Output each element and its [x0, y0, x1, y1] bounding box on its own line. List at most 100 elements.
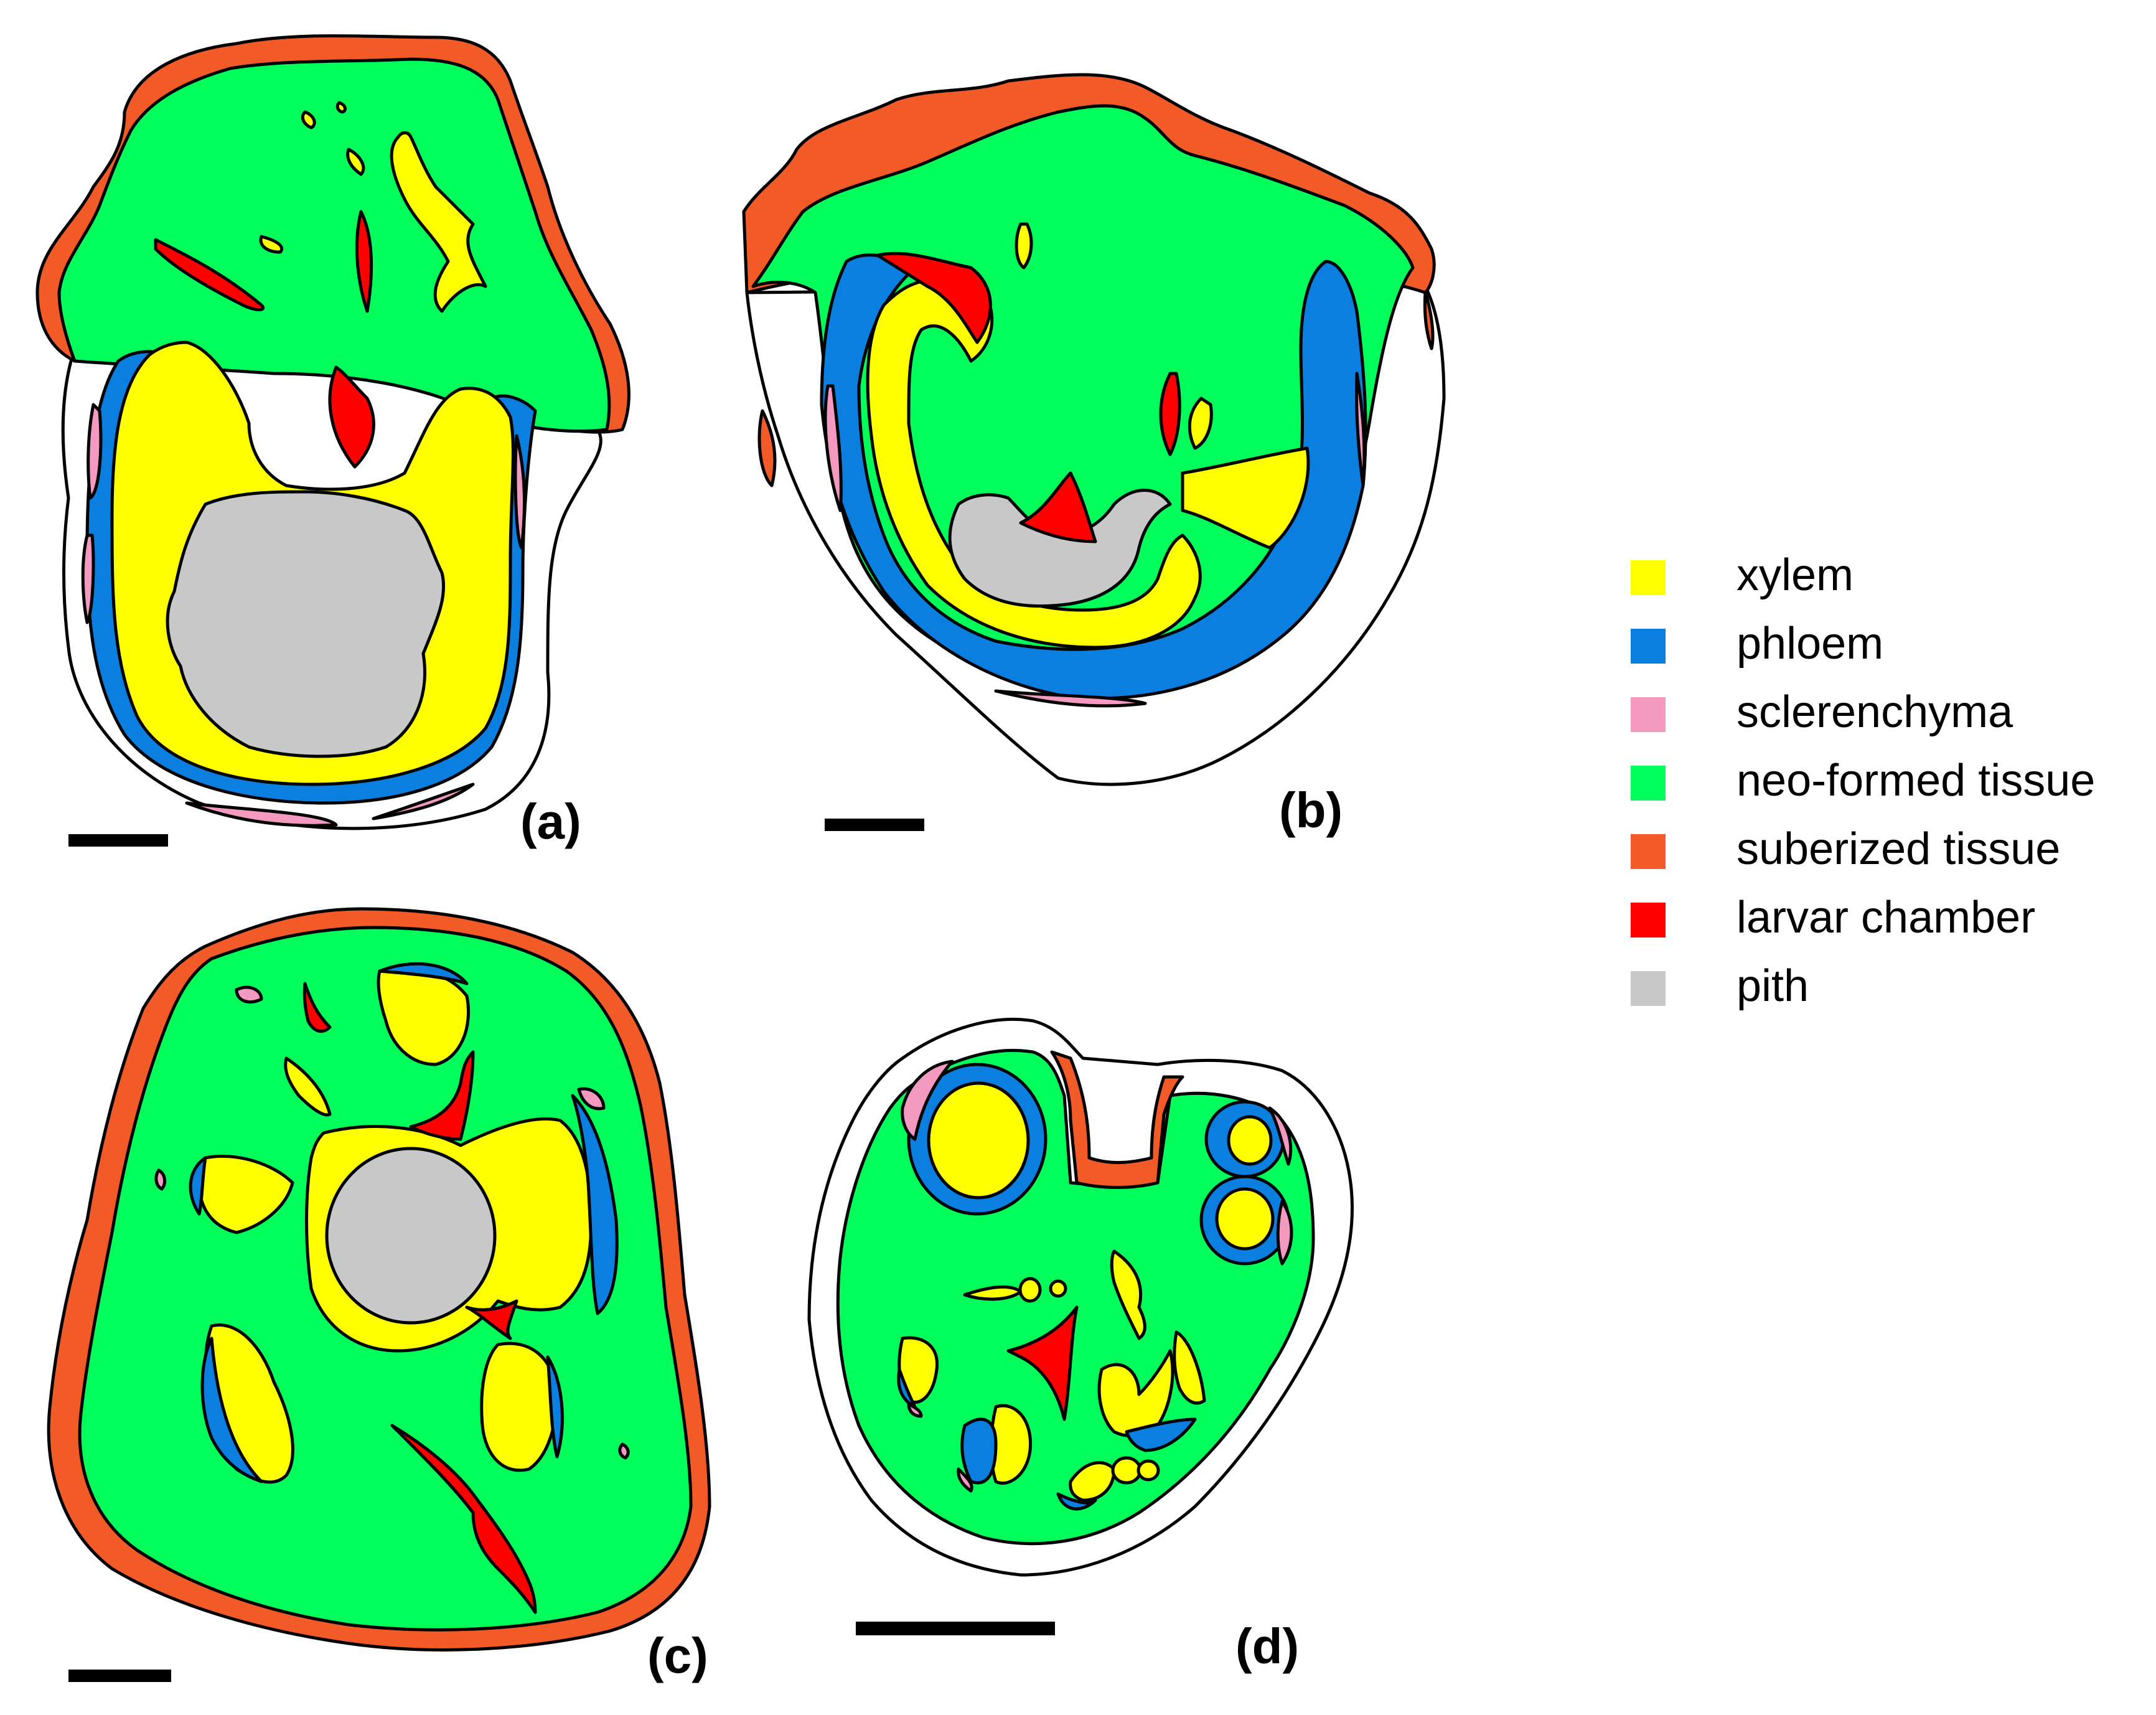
panel-b-xylem-strand: [1015, 222, 1033, 270]
panel-label-d: (d): [1235, 1619, 1300, 1674]
panel-c-phloem-patch: [546, 1355, 564, 1459]
panel-c-pith: [325, 1147, 497, 1325]
panel-d-xylem-bundle: [1097, 1349, 1174, 1438]
legend: xylem phloem sclerenchyma neo-formed tis…: [1631, 548, 2154, 1027]
panel-c-sclerenchyma-patch: [154, 1168, 167, 1191]
panel-d-xylem-bundle: [1137, 1459, 1160, 1482]
panel-d-sclerenchyma-patch: [957, 1467, 973, 1493]
panel-c-section: [47, 907, 711, 1652]
panel-d-xylem-bundle: [1069, 1461, 1116, 1502]
panel-b-suberized-patch: [1423, 291, 1435, 350]
legend-swatch-neoformed-tissue: [1631, 766, 1666, 801]
panel-d-xylem-bundle: [1173, 1330, 1206, 1405]
panel-label-c: (c): [647, 1628, 708, 1683]
panel-a-sclerenchyma-patch: [513, 434, 527, 550]
panel-a-xylem-strand: [335, 101, 347, 114]
panel-d-section: [807, 1018, 1354, 1577]
panel-a-larvar-chamber: [154, 238, 265, 311]
legend-item-suberized-tissue: suberized tissue: [1631, 822, 2154, 890]
panel-c-larvar-chamber: [409, 1050, 475, 1141]
panel-label-b: (b): [1279, 782, 1343, 838]
legend-item-xylem: xylem: [1631, 548, 2154, 616]
legend-label-neoformed-tissue: neo-formed tissue: [1737, 756, 2096, 806]
panel-d-phloem-patch: [960, 1417, 998, 1485]
panel-a-pith: [166, 490, 446, 758]
panel-a-sclerenchyma-patch: [372, 782, 475, 820]
panel-d-sclerenchyma-patch: [901, 1060, 954, 1141]
panel-c-sclerenchyma-patch: [618, 1442, 630, 1460]
panel-a-xylem-strand: [259, 235, 283, 254]
legend-swatch-sclerenchyma: [1631, 697, 1666, 732]
panel-d-xylem-bundle: [927, 1081, 1030, 1200]
panel-d-larvar-chamber: [1006, 1305, 1079, 1421]
panel-d-xylem-bundle: [1110, 1249, 1146, 1340]
panel-c-sclerenchyma-patch: [235, 985, 263, 1003]
legend-swatch-suberized-tissue: [1631, 834, 1666, 869]
panel-c-scale-bar: [68, 1670, 171, 1682]
panel-c-phloem-patch: [378, 962, 469, 985]
panel-d-scale-bar: [856, 1622, 1055, 1635]
panel-a-sclerenchyma-patch: [87, 403, 103, 500]
panel-b-section: [742, 73, 1446, 786]
legend-label-xylem: xylem: [1737, 550, 1854, 600]
legend-item-neoformed-tissue: neo-formed tissue: [1631, 753, 2154, 822]
panel-a-xylem-strand: [346, 148, 365, 176]
panel-a-scale-bar: [68, 834, 168, 847]
legend-item-pith: pith: [1631, 959, 2154, 1027]
panel-c-xylem-bundle: [480, 1341, 559, 1472]
legend-label-pith: pith: [1737, 961, 1809, 1011]
panel-c-larvar-chamber: [390, 1424, 537, 1614]
legend-item-sclerenchyma: sclerenchyma: [1631, 685, 2154, 753]
panel-b-larvar-chamber: [1159, 372, 1181, 456]
legend-label-suberized-tissue: suberized tissue: [1737, 824, 2061, 874]
panel-a-larvar-chamber: [328, 365, 375, 469]
panel-c-phloem-patch: [571, 1094, 619, 1315]
panel-b-xylem-arc: [866, 278, 1202, 649]
panel-a-sclerenchyma-patch: [81, 533, 95, 624]
panel-a-xylem-strand: [390, 131, 487, 313]
panel-a-section: [35, 34, 630, 830]
legend-swatch-pith: [1631, 971, 1666, 1006]
panel-b-larvar-chamber: [876, 251, 992, 344]
panel-d-sclerenchyma-patch: [907, 1402, 923, 1418]
panel-b-phloem-arc: [820, 253, 1367, 700]
panel-d-xylem-bundle: [1111, 1456, 1142, 1485]
panel-b-larvar-chamber: [1019, 471, 1097, 543]
panel-a-neoformed-tissue: [57, 57, 611, 433]
panel-d-phloem-patch: [1056, 1492, 1097, 1511]
panel-a-xylem-strand: [301, 110, 316, 129]
legend-label-sclerenchyma: sclerenchyma: [1737, 687, 2013, 737]
legend-swatch-phloem: [1631, 629, 1666, 664]
panel-c-phloem-patch: [189, 1156, 207, 1216]
panel-a-larvar-chamber: [355, 210, 373, 313]
legend-swatch-larvar-chamber: [1631, 903, 1666, 937]
panel-b-sclerenchyma-patch: [1355, 372, 1366, 487]
panel-c-larvar-chamber: [302, 982, 332, 1033]
panel-b-suberized-patch: [757, 409, 777, 487]
panel-b-xylem-strand: [1188, 397, 1213, 450]
legend-label-larvar-chamber: larvar chamber: [1737, 893, 2036, 942]
panel-d-phloem-patch: [1125, 1417, 1197, 1452]
panel-c-xylem-bundle: [284, 1056, 332, 1117]
panel-b-xylem-strand: [1181, 446, 1310, 550]
legend-item-larvar-chamber: larvar chamber: [1631, 890, 2154, 959]
panel-d-sclerenchyma-patch: [1268, 1106, 1293, 1166]
panel-c-sclerenchyma-patch: [577, 1087, 606, 1111]
panel-d-xylem-bundle: [1049, 1279, 1067, 1298]
panel-c-phloem-patch: [200, 1337, 263, 1483]
legend-item-phloem: phloem: [1631, 616, 2154, 685]
panel-label-a: (a): [520, 794, 581, 849]
panel-d-sclerenchyma-patch: [1276, 1200, 1293, 1266]
panel-b-scale-bar: [825, 819, 924, 831]
legend-swatch-xylem: [1631, 560, 1666, 595]
panel-b-sclerenchyma-patch: [823, 384, 843, 512]
panel-d-xylem-bundle: [1018, 1277, 1042, 1303]
legend-label-phloem: phloem: [1737, 619, 1884, 669]
panel-d-xylem-bundle: [1215, 1187, 1275, 1251]
panel-c-larvar-chamber: [465, 1299, 518, 1340]
panel-b-sclerenchyma-patch: [994, 689, 1147, 708]
panel-b-pith: [948, 489, 1172, 608]
panel-d-suberized-notch: [1050, 1050, 1184, 1189]
panel-a-sclerenchyma-patch: [185, 801, 338, 827]
